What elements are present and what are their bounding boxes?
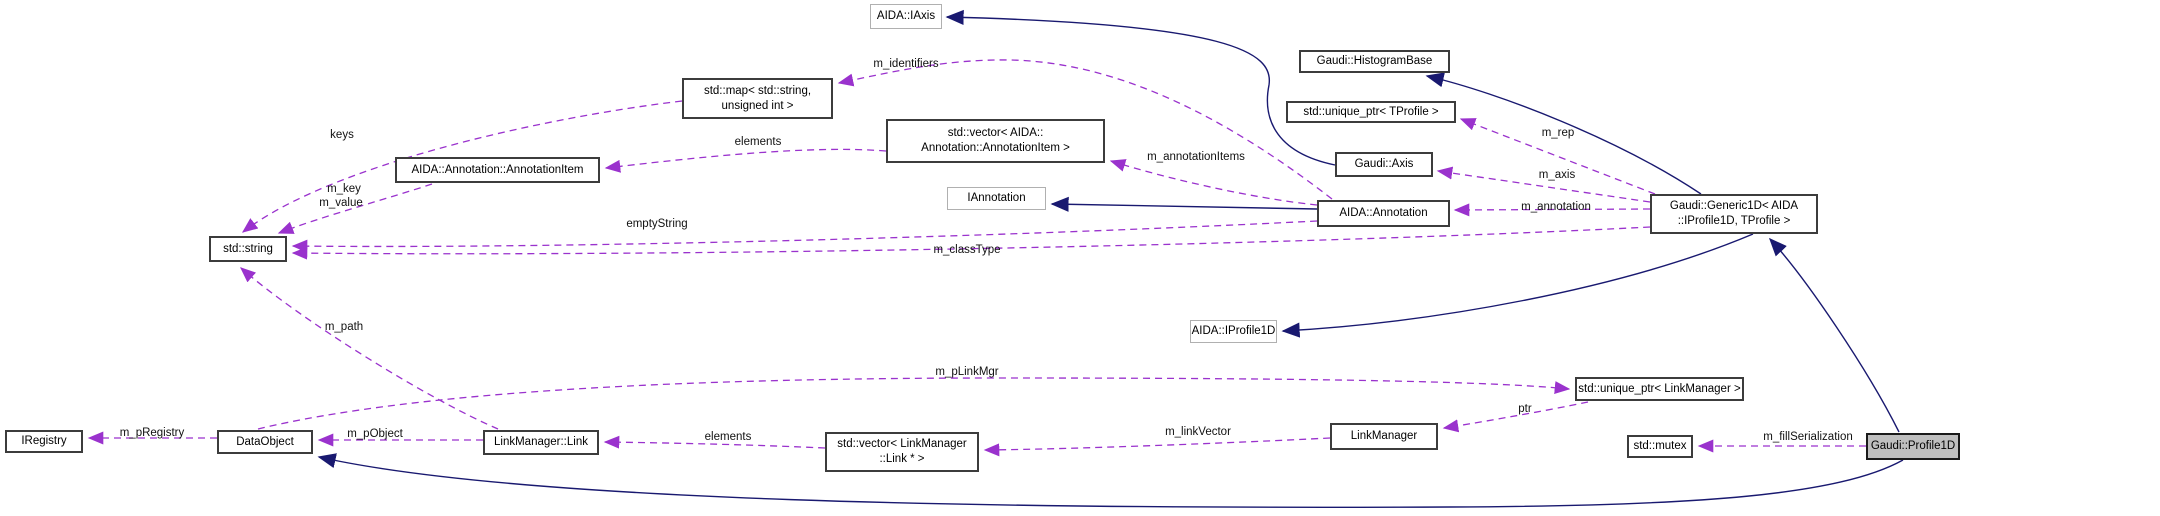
- node-std-unique-ptr-linkmanager[interactable]: std::unique_ptr< LinkManager >: [1575, 377, 1744, 401]
- node-label-line2: ::Link * >: [879, 453, 925, 465]
- node-label-line1: Gaudi::Generic1D< AIDA: [1669, 200, 1799, 212]
- node-gaudi-axis[interactable]: Gaudi::Axis: [1335, 152, 1433, 177]
- edge-label-m-classtype: m_classType: [933, 244, 1001, 256]
- node-label: AIDA::Annotation::AnnotationItem: [411, 163, 584, 176]
- node-label: std::unique_ptr< TProfile >: [1303, 105, 1439, 118]
- node-label: IRegistry: [21, 435, 67, 447]
- node-label: Gaudi::Profile1D: [1870, 440, 1956, 452]
- edge-label-m-identifiers: m_identifiers: [873, 58, 939, 70]
- node-label: std::mutex: [1633, 440, 1687, 452]
- edge-m-key-m-value: [277, 183, 433, 234]
- node-linkmanager[interactable]: LinkManager: [1330, 423, 1438, 450]
- edge-label-emptystring: emptyString: [626, 218, 688, 230]
- node-linkmanager-link[interactable]: LinkManager::Link: [483, 430, 599, 455]
- node-gaudi-generic1d[interactable]: Gaudi::Generic1D< AIDA ::IProfile1D, TPr…: [1650, 194, 1818, 234]
- node-aida-annotation[interactable]: AIDA::Annotation: [1317, 200, 1450, 227]
- node-std-vector-link[interactable]: std::vector< LinkManager ::Link * >: [825, 432, 979, 472]
- node-label: LinkManager: [1350, 430, 1418, 442]
- edge-axis-to-iaxis: [945, 9, 1336, 166]
- edge-label-m-annotationitems: m_annotationItems: [1147, 151, 1245, 163]
- node-label: std::string: [223, 242, 273, 255]
- node-std-vector-annotationitem[interactable]: std::vector< AIDA:: Annotation::Annotati…: [886, 119, 1105, 163]
- edge-label-m-pobject: m_pObject: [347, 428, 403, 440]
- node-aida-iaxis: AIDA::IAxis: [870, 4, 942, 29]
- edge-elements-bottom: [603, 435, 826, 449]
- node-label: LinkManager::Link: [494, 436, 588, 448]
- edge-label-m-path: m_path: [324, 321, 364, 333]
- edge-label-elements-bottom: elements: [704, 431, 752, 443]
- edge-m-path: [240, 267, 499, 430]
- edge-m-identifiers: [837, 59, 1333, 200]
- edge-label-m-axis: m_axis: [1538, 169, 1576, 181]
- edge-profile1d-to-dataobject: [317, 453, 1904, 508]
- edge-label-m-annotation: m_annotation: [1521, 201, 1591, 213]
- node-label-line1: std::vector< LinkManager: [837, 438, 967, 450]
- node-label: std::unique_ptr< LinkManager >: [1578, 382, 1741, 395]
- edge-elements-top: [604, 148, 887, 173]
- node-std-unique-ptr-tprofile[interactable]: std::unique_ptr< TProfile >: [1286, 101, 1456, 123]
- edge-label-keys: keys: [330, 129, 354, 141]
- edge-label-m-pregistry: m_pRegistry: [119, 427, 185, 439]
- node-label-line2: ::IProfile1D, TProfile >: [1677, 215, 1791, 227]
- node-std-map[interactable]: std::map< std::string, unsigned int >: [682, 78, 833, 119]
- node-label: Gaudi::Axis: [1354, 158, 1414, 170]
- node-label: Gaudi::HistogramBase: [1316, 55, 1433, 67]
- node-label: DataObject: [236, 435, 294, 448]
- edge-m-rep: [1459, 118, 1656, 195]
- edge-label-m-plinkmgr: m_pLinkMgr: [935, 366, 999, 378]
- node-aida-iprofile1d: AIDA::IProfile1D: [1190, 320, 1277, 343]
- node-std-mutex[interactable]: std::mutex: [1627, 435, 1693, 458]
- edge-label-m-linkvector: m_linkVector: [1165, 426, 1231, 438]
- edge-m-classtype: [291, 226, 1651, 260]
- edge-profile1d-to-generic1d: [1768, 237, 1900, 433]
- node-label: AIDA::IProfile1D: [1191, 325, 1276, 337]
- edge-generic1d-to-iprofile1d: [1281, 233, 1754, 338]
- node-label-line2: unsigned int >: [721, 99, 794, 112]
- edge-keys: [241, 100, 683, 233]
- node-aida-annotation-annotationitem[interactable]: AIDA::Annotation::AnnotationItem: [395, 157, 600, 183]
- edge-ptr: [1442, 401, 1589, 433]
- node-label-line2: Annotation::AnnotationItem >: [921, 142, 1070, 154]
- edge-label-m-fillserialization: m_fillSerialization: [1763, 431, 1853, 443]
- edge-label-m-value: m_value: [319, 197, 363, 209]
- edge-m-plinkmgr: [257, 377, 1571, 430]
- edge-annotation-to-iannotation: [1050, 196, 1318, 212]
- node-gaudi-profile1d: Gaudi::Profile1D: [1866, 433, 1960, 460]
- edge-emptystring: [291, 220, 1318, 253]
- node-dataobject[interactable]: DataObject: [217, 430, 313, 454]
- node-label: AIDA::Annotation: [1339, 207, 1428, 219]
- node-label-line1: std::vector< AIDA::: [947, 127, 1044, 139]
- edge-m-annotation: [1453, 203, 1651, 217]
- edge-generic1d-to-histogrambase: [1425, 72, 1702, 195]
- edge-label-ptr: ptr: [1518, 403, 1532, 415]
- edge-label-elements-top: elements: [734, 136, 782, 148]
- node-label-line1: std::map< std::string,: [703, 84, 812, 97]
- node-iannotation: IAnnotation: [947, 187, 1046, 210]
- node-std-string[interactable]: std::string: [209, 236, 287, 262]
- edge-m-linkvector: [983, 437, 1331, 457]
- edge-label-m-key: m_key: [327, 183, 361, 195]
- node-gaudi-histogrambase[interactable]: Gaudi::HistogramBase: [1299, 50, 1450, 73]
- edge-m-annotationitems: [1109, 159, 1318, 206]
- edge-label-m-rep: m_rep: [1541, 127, 1575, 139]
- node-label: IAnnotation: [967, 192, 1026, 204]
- node-label: AIDA::IAxis: [876, 10, 936, 22]
- node-iregistry[interactable]: IRegistry: [5, 430, 83, 453]
